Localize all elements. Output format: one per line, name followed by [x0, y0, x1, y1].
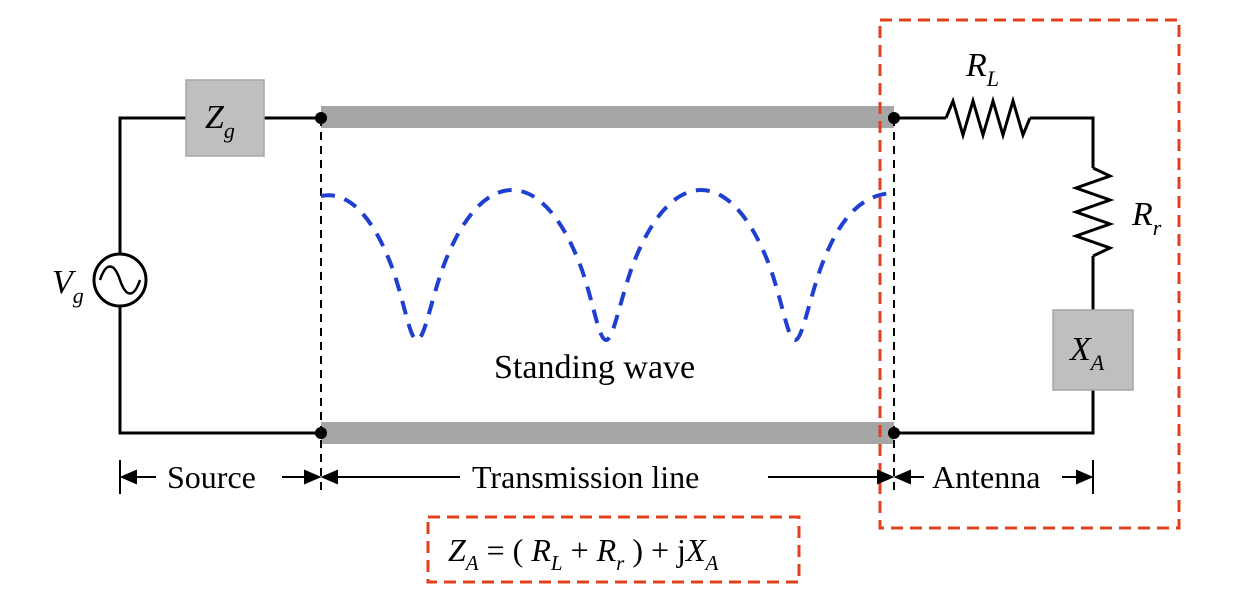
transmission-line-bottom [321, 422, 894, 444]
antenna-reactance-box [1052, 309, 1134, 391]
source-impedance-box [185, 79, 265, 157]
radiation-resistance-label: Rr [1131, 196, 1162, 240]
source-wiring [118, 116, 321, 435]
load-resistor-icon [944, 95, 1032, 141]
impedance-formula: ZA = ( RL + Rr ) + jXA [448, 532, 718, 575]
antenna-highlight-box [878, 18, 1181, 530]
ac-wave-icon [98, 265, 142, 295]
standing-wave-label: Standing wave [494, 349, 695, 386]
source-impedance-label: Zg [205, 99, 235, 143]
radiation-resistor-icon [1071, 166, 1115, 258]
section-markers [119, 460, 1094, 494]
antenna-reactance-label: XA [1068, 331, 1105, 375]
section-label-antenna: Antenna [932, 459, 1040, 495]
transmission-line-top [321, 106, 894, 128]
section-label-source: Source [167, 459, 256, 495]
source-voltage-label: Vg [52, 264, 84, 308]
load-resistance-label: RL [965, 47, 999, 91]
formula-highlight-box [426, 515, 801, 584]
antenna-wiring [894, 95, 1115, 435]
section-label-transmission-line: Transmission line [472, 459, 699, 495]
standing-wave-curve [320, 187, 895, 343]
junction-dots [315, 112, 900, 439]
voltage-source [92, 252, 148, 308]
